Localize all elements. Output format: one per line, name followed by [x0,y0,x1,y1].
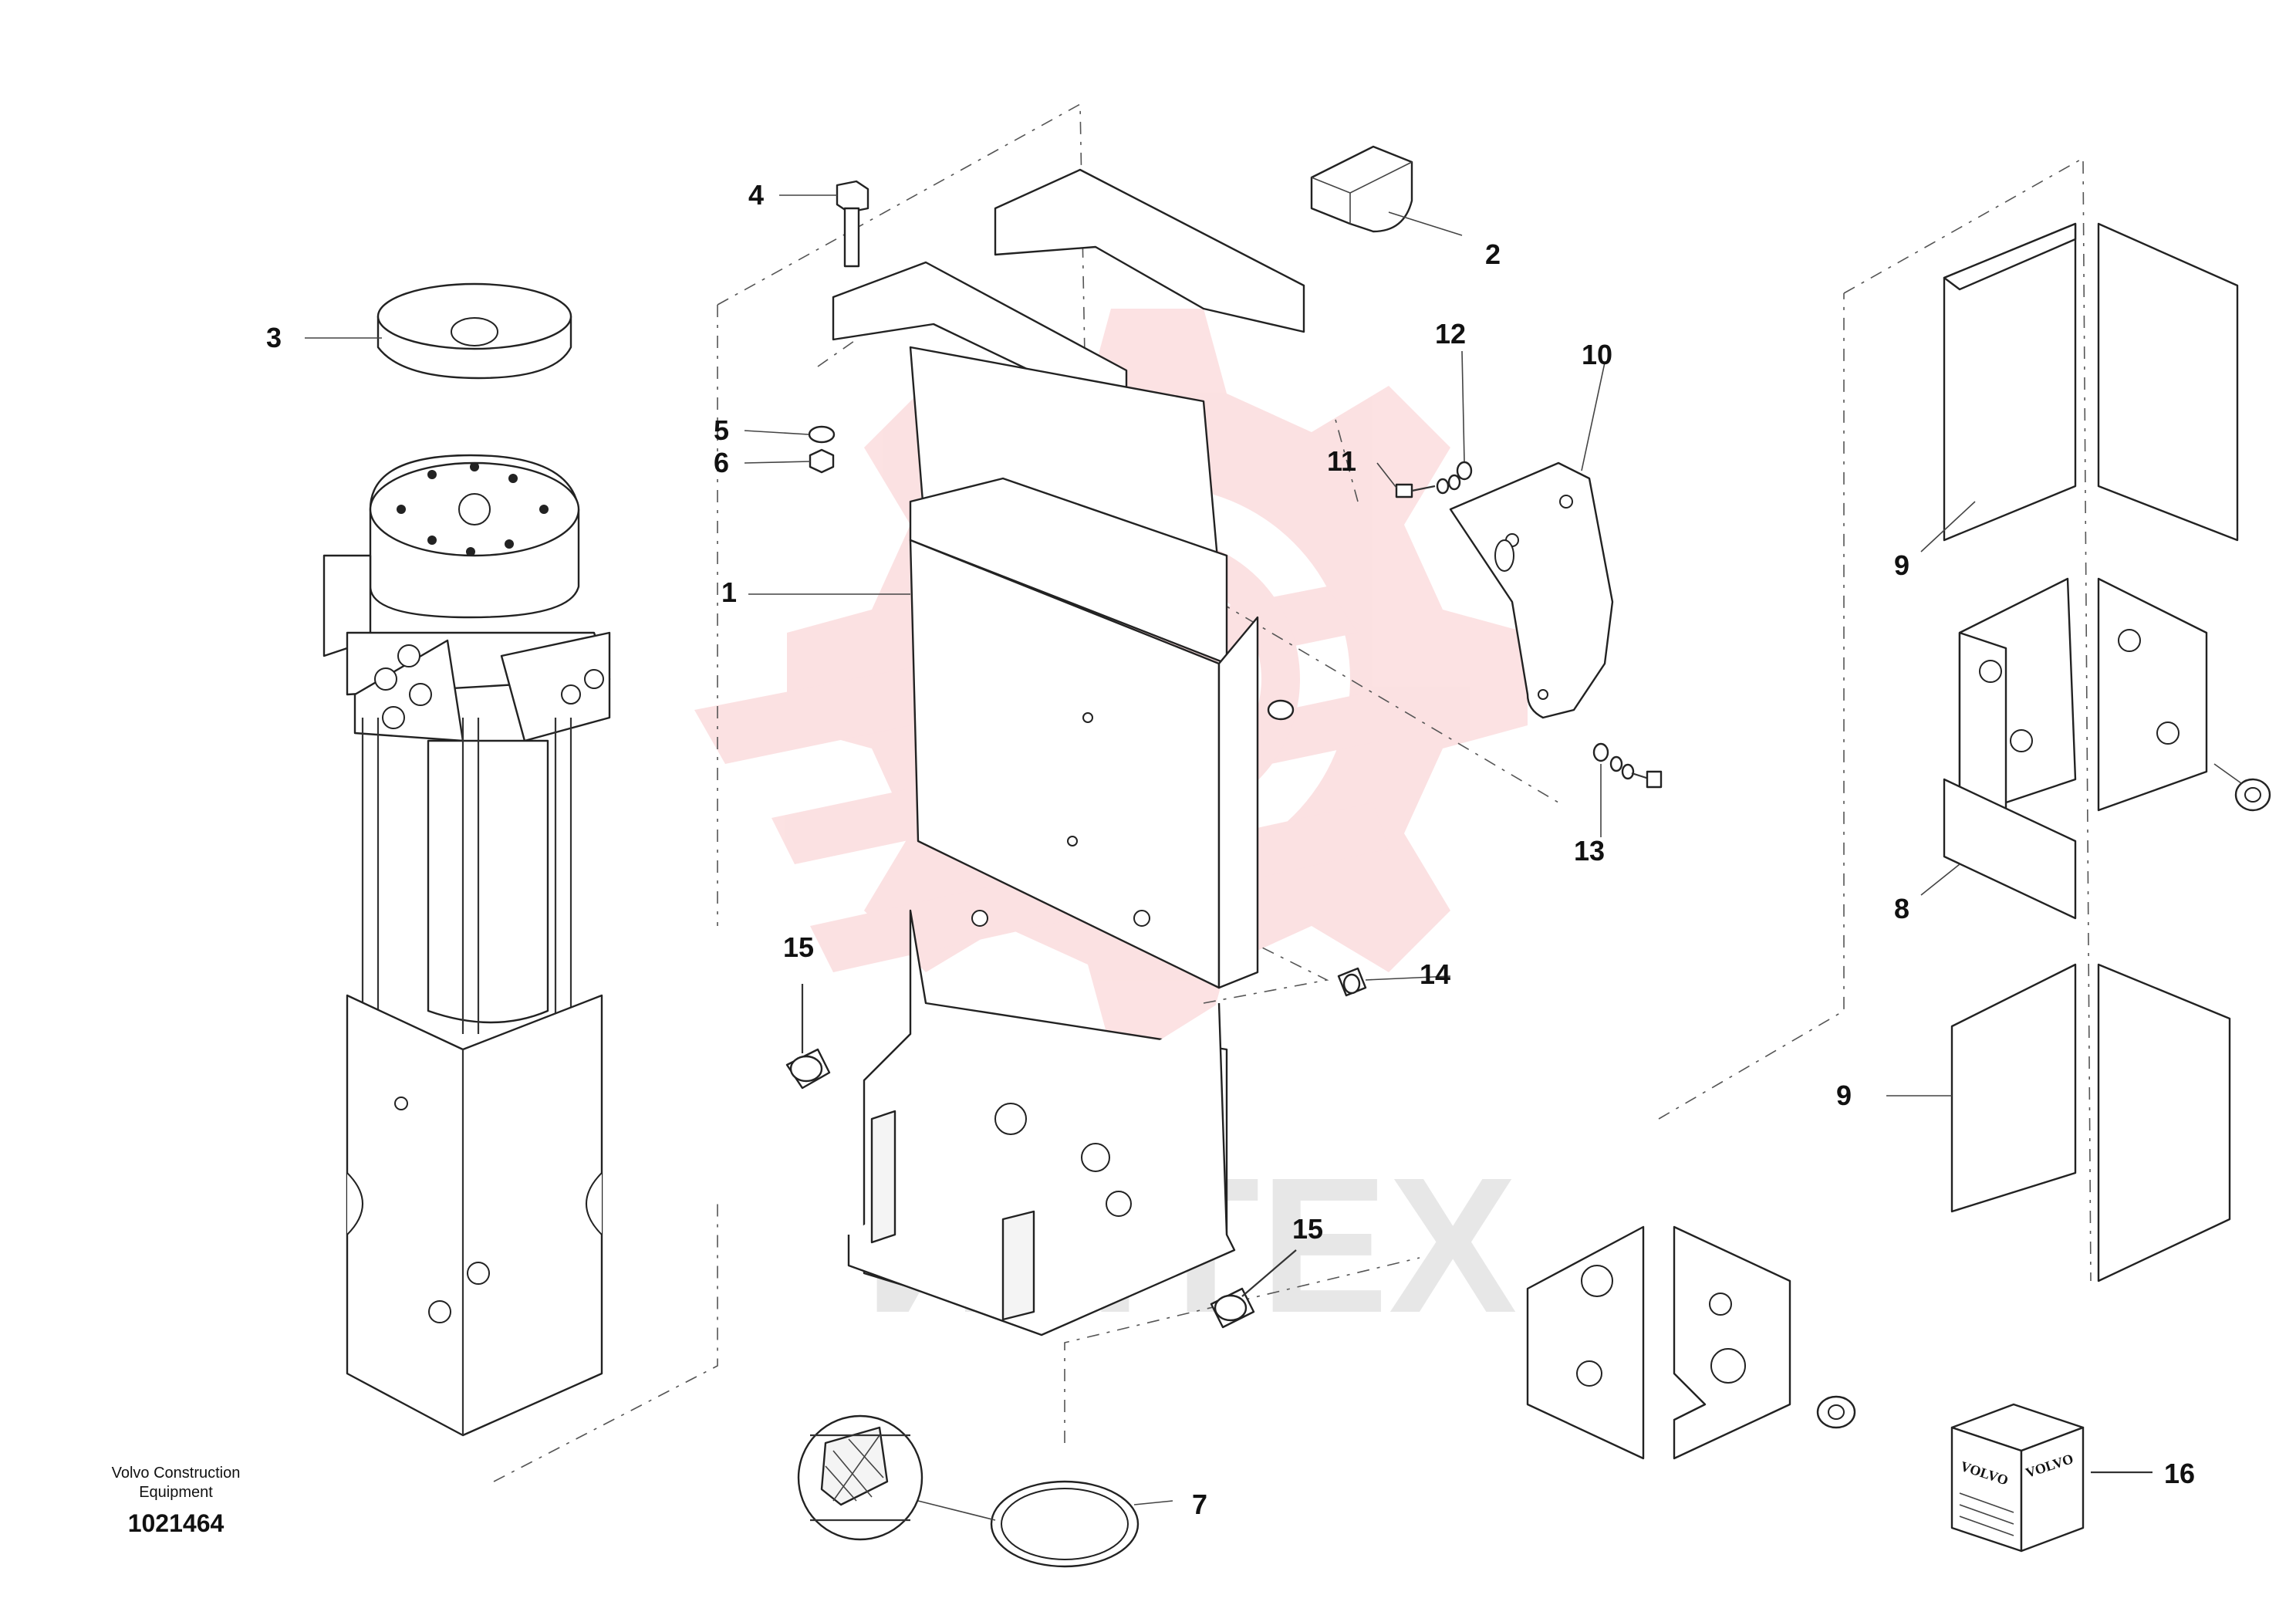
washer-5 [808,425,836,444]
plug-15-lower [1210,1287,1255,1329]
guide-lines [493,103,2092,1482]
cap-disc [376,282,572,380]
callout-16: 16 [2164,1458,2195,1489]
callout-15-lower: 15 [1292,1213,1323,1245]
callout-6: 6 [714,447,729,478]
callout-14: 14 [1420,958,1450,990]
breaker-housing [832,168,1305,1336]
power-cell-assembly [322,454,611,1437]
callout-3: 3 [266,322,282,353]
callout-2: 2 [1485,238,1501,270]
kit-box-16: VOLVO VOLVO [1950,1403,2085,1553]
callout-8: 8 [1894,893,1909,924]
bracket-bottom [1526,1225,1791,1460]
drawing-number: 1021464 [128,1509,225,1537]
washer-12 [1456,461,1473,481]
pad-2 [1310,145,1413,233]
plate-10 [1449,461,1614,719]
nut-6 [809,448,835,474]
callouts: 1 2 3 4 5 6 7 8 9 9 10 11 12 13 14 15 15… [266,179,2195,1520]
callout-7: 7 [1192,1489,1207,1520]
callout-11: 11 [1327,445,1356,477]
company-line-1: Volvo Construction [112,1465,241,1482]
wear-plate-8 [1943,778,2077,920]
callout-13: 13 [1574,835,1605,867]
callout-15-upper: 15 [783,931,814,963]
callout-1: 1 [721,576,737,608]
callout-9-upper: 9 [1894,549,1909,581]
seal-detail [797,1414,923,1541]
hardware-13 [1592,742,1663,789]
seal-ring-7 [990,1480,1140,1568]
callout-4: 4 [748,179,764,211]
callout-9-lower: 9 [1836,1080,1852,1111]
bolt-4 [836,180,869,268]
bracket-middle [1958,577,2208,819]
callout-12: 12 [1435,318,1466,350]
stud-right [2234,778,2271,812]
wear-plate-9-upper [1943,222,2239,542]
plug-15-upper [785,1048,831,1090]
leader-lines [305,194,2242,1521]
wear-plate-9-lower [1950,963,2231,1282]
plug-14 [1337,967,1367,997]
footer-block: Volvo Construction Equipment 1021464 [112,1465,241,1537]
bolt-11 [1395,474,1461,498]
callout-5: 5 [714,414,729,446]
callout-10: 10 [1582,339,1612,370]
plug-small [1267,699,1295,721]
company-line-2: Equipment [139,1484,213,1501]
stud-bottom [1816,1395,1856,1429]
